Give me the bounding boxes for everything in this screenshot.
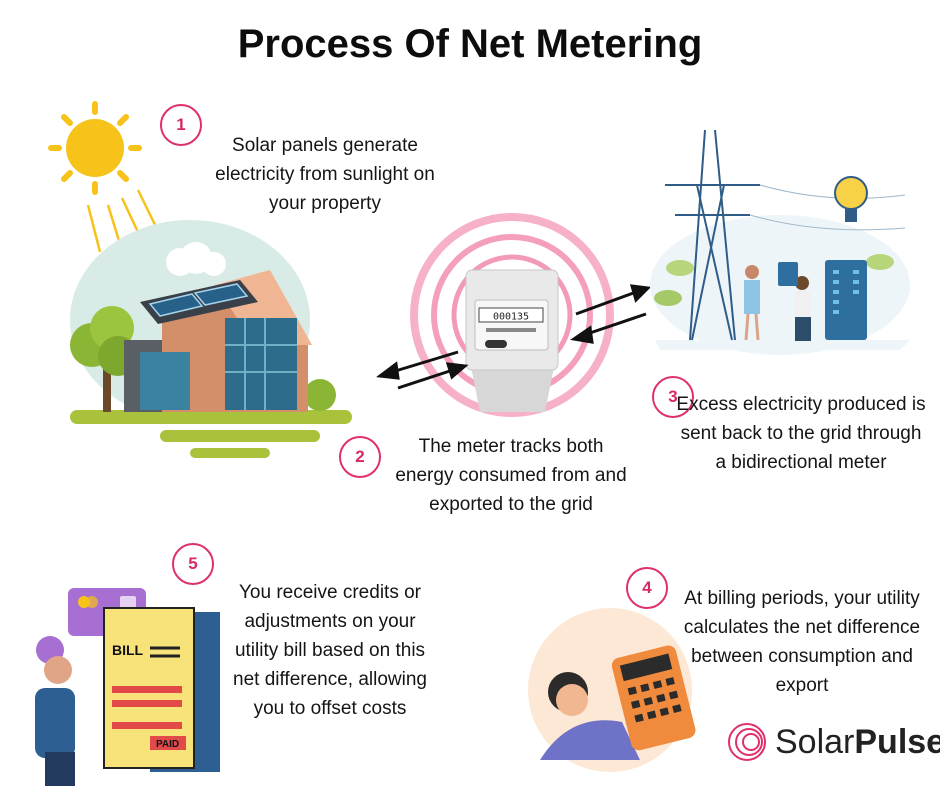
brand-logo: SolarPulse [727, 722, 940, 762]
step-text-2: The meter tracks both energy consumed fr… [395, 436, 627, 515]
bill-stamp: PAID [156, 739, 179, 750]
step-badge-1: 1 [160, 104, 202, 146]
step-badge-4: 4 [626, 567, 668, 609]
calculator-icon [528, 608, 696, 772]
transmission-tower-icon [650, 129, 910, 355]
bill-heading: BILL [112, 642, 144, 658]
page-title: Process Of Net Metering [237, 22, 703, 66]
flow-arrows [376, 284, 652, 390]
lightbulb-icon [834, 176, 868, 222]
people-at-grid [744, 260, 867, 341]
step-text-3: Excess electricity produced is sent back… [676, 394, 926, 473]
step-text-5: You receive credits or adjustments on yo… [233, 582, 427, 719]
step-badge-2: 2 [339, 436, 381, 478]
step-text-4: At billing periods, your utility calcula… [683, 588, 921, 696]
meter-reading: 000135 [493, 312, 529, 323]
house-icon [70, 220, 352, 458]
step-badge-5: 5 [172, 543, 214, 585]
swirl-logo-icon [728, 723, 766, 761]
brand-name-light: Solar [775, 722, 855, 761]
step-badge-3: 3 [652, 376, 694, 418]
step-text-1: Solar panels generate electricity from s… [215, 135, 435, 214]
meter-icon: 000135 [410, 213, 614, 417]
bill-icon: BILL PAID [35, 607, 220, 786]
brand-name-bold: Pulse [854, 722, 940, 761]
